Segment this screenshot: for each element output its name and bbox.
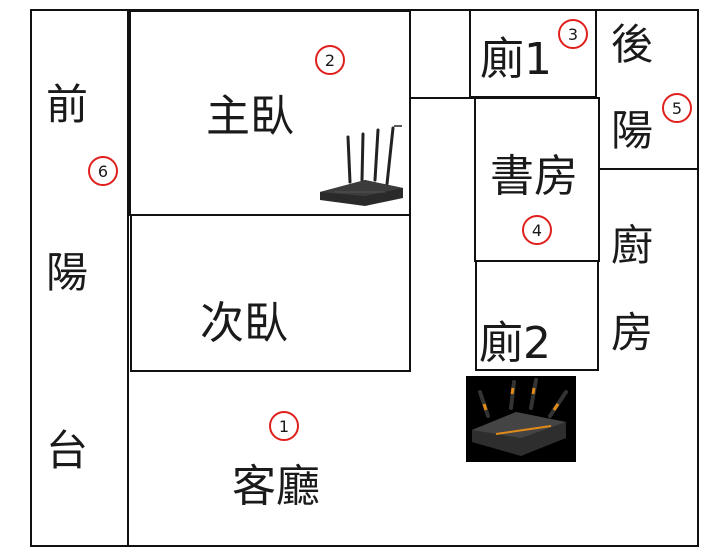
second-bedroom-wall [130, 214, 411, 372]
bathroom-1-label: 廁1 [480, 34, 552, 85]
marker-4: 4 [522, 215, 552, 245]
bathroom-2-wall [475, 260, 599, 371]
bathroom-2-label: 廁2 [479, 318, 551, 369]
master-bedroom-label: 主臥 [206, 91, 294, 142]
marker-3: 3 [558, 19, 588, 49]
back-balcony-char-2: 陽 [611, 106, 654, 155]
marker-5: 5 [662, 93, 692, 123]
marker-6: 6 [88, 156, 118, 186]
kitchen-char-2: 房 [611, 308, 654, 357]
study-label: 書房 [490, 151, 578, 202]
marker-2: 2 [315, 45, 345, 75]
kitchen-char-1: 廚 [611, 221, 654, 270]
marker-1: 1 [269, 411, 299, 441]
gaming-router-icon [466, 376, 576, 462]
living-room-label: 客廳 [232, 461, 320, 512]
wifi-router-icon [315, 122, 408, 210]
second-bedroom-label: 次臥 [200, 298, 288, 349]
front-balcony-char-1: 前 [46, 80, 89, 129]
front-balcony-char-2: 陽 [46, 248, 89, 297]
front-balcony-char-3: 台 [46, 426, 89, 475]
back-balcony-char-1: 後 [611, 20, 654, 69]
